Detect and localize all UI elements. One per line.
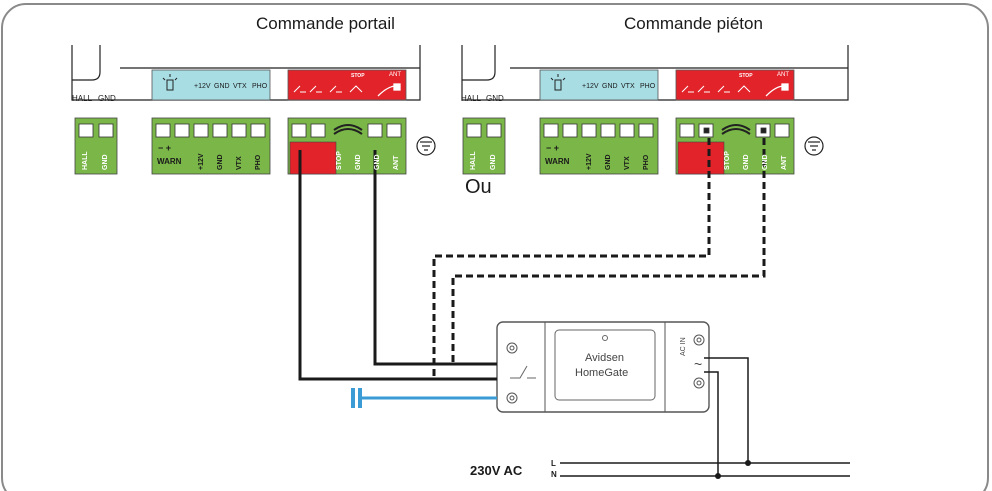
left-jumper [333,124,363,135]
right-gnd-top-label: GND [486,94,504,103]
right-hall-top-label: HALL [461,94,482,103]
right-io-header-pho: PHO [640,83,656,90]
device-name-line1: Avidsen [585,352,624,364]
left-io-header-pho: PHO [252,83,268,90]
right-12v-terminal: +12V [586,153,593,170]
right-jumper [721,124,751,135]
left-pho-terminal: PHO [255,154,262,170]
junction-l [745,460,751,466]
right-switch-icons [681,85,751,93]
left-ctrl-header-block [287,69,407,101]
right-screws [466,123,790,138]
right-lamp-icon [550,74,566,91]
ac-symbol: ~ [694,356,703,372]
right-warn-signs: − + [546,143,560,153]
left-panel-title: Commande portail [256,14,395,33]
right-io-header-block [539,69,659,101]
right-ctrl-header-block [675,69,795,101]
module-screws [506,334,705,404]
right-io-header-12v: +12V [582,83,599,90]
right-io-header-gnd: GND [602,83,618,90]
or-label: Ou [465,176,492,198]
left-vtx-terminal: VTX [236,156,243,170]
right-stop-terminal: STOP [724,151,731,170]
left-io-header-block [151,69,271,101]
blue-wire [351,388,497,408]
left-ant-terminal: ANT [393,155,400,170]
left-stop-terminal: STOP [336,151,343,170]
left-io-header-12v: +12V [194,83,211,90]
right-pho-terminal: PHO [643,154,650,170]
homegate-module [496,321,710,413]
left-gnd2-ctrl-terminal: GND [374,154,381,170]
ac-supply-label: 230V AC [470,463,523,478]
dashed-wires [432,138,766,381]
right-gnd-ctrl-terminal: GND [743,154,750,170]
left-gnd-io-terminal: GND [217,154,224,170]
left-hall-top-label: HALL [72,94,93,103]
right-warn-terminal: WARN [545,157,570,166]
left-screws [78,123,402,138]
ac-in-label: AC IN [680,337,687,356]
right-gnd2-ctrl-terminal: GND [762,154,769,170]
left-hall-terminal: HALL [82,151,89,170]
right-panel-title: Commande piéton [624,14,763,33]
right-vtx-terminal: VTX [624,156,631,170]
left-ground-icon [416,136,436,156]
right-stop-header: STOP [739,73,753,79]
left-gnd-top-label: GND [98,94,116,103]
left-terminal-strip [74,117,407,175]
left-12v-terminal: +12V [198,153,205,170]
left-gnd-ctrl-terminal: GND [355,154,362,170]
right-ant-terminal: ANT [781,155,788,170]
left-warn-terminal: WARN [157,157,182,166]
right-ant-header: ANT [777,72,789,78]
lead-n-label: N [551,470,557,479]
right-hall-terminal: HALL [470,151,477,170]
left-gnd-terminal: GND [102,154,109,170]
device-name-line2: HomeGate [575,367,629,379]
left-lamp-icon [162,74,178,91]
left-warn-signs: − + [158,143,172,153]
right-ground-icon [804,136,824,156]
left-stop-header: STOP [351,73,365,79]
left-switch-icons [293,85,363,93]
left-antenna-icon [377,83,401,97]
junction-n [715,473,721,479]
mains-wires [560,357,850,477]
left-io-header-vtx: VTX [233,83,247,90]
right-antenna-icon [765,83,789,97]
lead-l-label: L [551,459,556,468]
left-io-header-gnd: GND [214,83,230,90]
right-gnd-io-terminal: GND [605,154,612,170]
right-io-header-vtx: VTX [621,83,635,90]
left-ant-header: ANT [389,72,401,78]
right-gnd-terminal: GND [490,154,497,170]
